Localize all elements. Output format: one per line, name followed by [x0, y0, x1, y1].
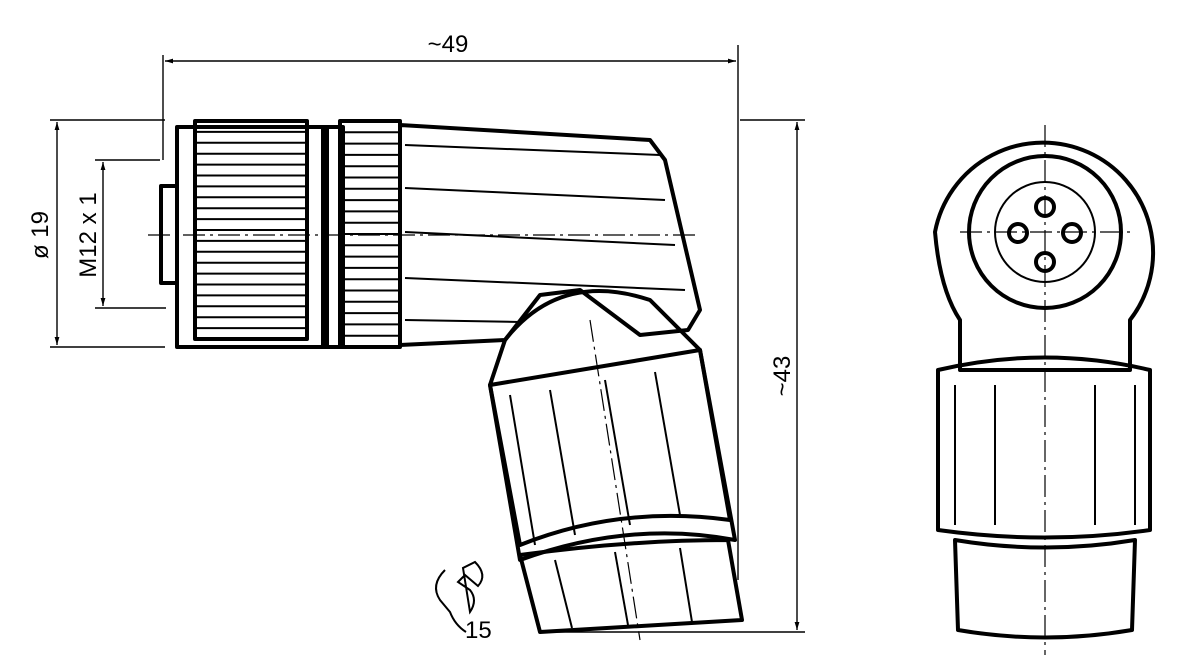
knurling: [340, 131, 400, 337]
connector-front-view: [933, 125, 1155, 655]
dimension-thread: M12 x 1: [75, 159, 166, 309]
knurling: [195, 130, 307, 330]
wrench-size-label: 15: [465, 617, 492, 644]
wrench-icon: 15: [435, 560, 492, 644]
diameter-label: ø 19: [27, 211, 54, 259]
length-label: ~49: [428, 31, 469, 58]
connector-side-view: [148, 119, 744, 641]
dimension-length: ~49: [162, 31, 739, 580]
dimension-height: ~43: [540, 119, 805, 633]
thread-label: M12 x 1: [75, 192, 102, 277]
dimension-diameter: ø 19: [27, 119, 165, 348]
height-label: ~43: [769, 356, 796, 397]
